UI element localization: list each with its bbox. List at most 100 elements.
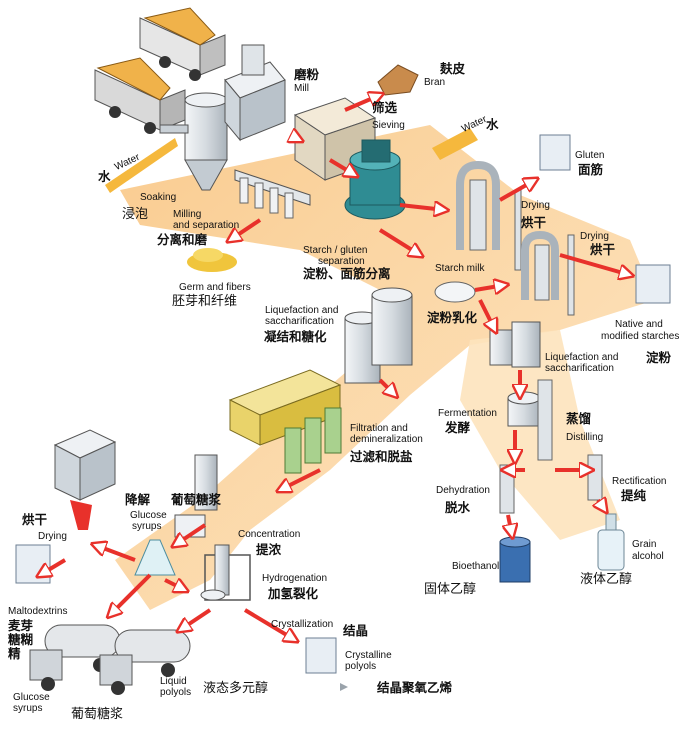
label-rectification: Rectification xyxy=(612,476,667,487)
label-milling-zh: 分离和磨 xyxy=(157,232,208,247)
label-rectification-zh: 提纯 xyxy=(621,488,647,503)
label-water-left-zh: 水 xyxy=(98,169,111,184)
label-dehydration: Dehydration xyxy=(436,485,490,496)
label-truck-glucose-1: Glucose xyxy=(13,692,50,703)
label-crystallization-zh: 结晶 xyxy=(343,623,369,638)
label-concentration: Concentration xyxy=(238,529,301,540)
label-truck-glucose-zh: 葡萄糖浆 xyxy=(71,707,124,722)
maltodextrin-dryer xyxy=(53,429,117,530)
label-native-1: Native and xyxy=(615,319,663,330)
liquid-polyols-truck xyxy=(99,629,191,695)
rectification-column xyxy=(587,454,603,501)
distilling-column xyxy=(537,379,553,461)
label-water-right-zh: 水 xyxy=(486,117,499,132)
label-starch-gluten-zh: 淀粉、面筋分离 xyxy=(303,266,391,281)
label-mill-zh: 磨粉 xyxy=(294,67,320,82)
label-grain-zh: 液体乙醇 xyxy=(580,572,633,587)
label-bioethanol: Bioethanol xyxy=(452,561,500,572)
label-mill: Mill xyxy=(294,83,309,94)
label-gluten: Gluten xyxy=(575,150,605,161)
label-liquid-polyols-2: polyols xyxy=(160,687,192,698)
label-starch-gluten-1: Starch / gluten xyxy=(303,245,368,256)
label-drying-2: Drying xyxy=(580,231,609,242)
label-glucose-2: syrups xyxy=(132,521,162,532)
label-liq-left-1: Liquefaction and xyxy=(265,305,339,316)
separator-centrifuge xyxy=(344,139,406,220)
label-bran-zh: 麸皮 xyxy=(440,61,466,76)
water-inlet-arrow-right xyxy=(432,128,478,160)
label-milling-2: and separation xyxy=(173,220,240,231)
label-drying-2-zh: 烘干 xyxy=(590,242,616,257)
bulk-bag-maltodextrin xyxy=(15,544,51,584)
starch-milk-basin xyxy=(434,281,476,303)
label-gluten-zh: 面筋 xyxy=(578,162,604,177)
flow-arrows xyxy=(40,95,630,640)
label-fermentation-zh: 发酵 xyxy=(445,420,471,435)
label-maltodextrins-zh-1: 麦芽 xyxy=(8,618,34,633)
label-liq-right-1: Liquefaction and xyxy=(545,352,619,363)
legend-triangle xyxy=(340,683,348,691)
milling-separators xyxy=(234,169,311,219)
label-germ-zh: 胚芽和纤维 xyxy=(172,294,238,309)
bulk-bag-gluten xyxy=(539,134,571,171)
label-bioethanol-zh: 固体乙醇 xyxy=(424,582,477,597)
label-hydrogenation: Hydrogenation xyxy=(262,573,328,584)
label-truck-glucose-2: syrups xyxy=(13,703,43,714)
label-dehydration-zh: 脱水 xyxy=(445,500,471,515)
label-fermentation: Fermentation xyxy=(438,408,497,419)
bulk-bag-starch xyxy=(635,264,671,304)
label-starch-milk-zh: 淀粉乳化 xyxy=(427,310,478,325)
label-filtration-1: Filtration and xyxy=(350,423,408,434)
label-soaking: Soaking xyxy=(140,192,177,203)
soaking-silo xyxy=(159,92,228,191)
label-maltodextrins-zh-2: 糖糊 xyxy=(8,632,34,647)
label-soaking-zh: 浸泡 xyxy=(122,207,149,222)
mill-building xyxy=(224,44,286,142)
grain-alcohol-bottle xyxy=(597,513,625,571)
label-drying-1: Drying xyxy=(521,200,550,211)
bioethanol-drum xyxy=(499,536,531,583)
fermentation-tank xyxy=(507,391,541,427)
label-glucose-1: Glucose xyxy=(130,510,167,521)
bulk-bag-crystalline xyxy=(305,637,337,674)
label-glucose-zh: 葡萄糖浆 xyxy=(171,492,222,507)
label-crystallization: Crystallization xyxy=(271,619,334,630)
label-maltodextrins-zh-3: 精 xyxy=(8,646,21,661)
label-liq-left-2: saccharification xyxy=(265,316,334,327)
label-bran: Bran xyxy=(424,77,446,88)
label-liquid-polyols-1: Liquid xyxy=(160,676,187,687)
label-starch-milk: Starch milk xyxy=(435,263,485,274)
liquefaction-tanks-right xyxy=(489,321,541,368)
label-liquid-polyols-zh: 液态多元醇 xyxy=(203,681,269,696)
label-drying-3-zh: 烘干 xyxy=(22,512,48,527)
label-crystalline-2: polyols xyxy=(345,661,377,672)
label-grain-1: Grain xyxy=(632,539,657,550)
label-liq-left-zh: 凝结和糖化 xyxy=(264,329,327,344)
label-concentration-zh: 提浓 xyxy=(256,542,282,557)
water-inlet-arrow xyxy=(105,138,178,193)
label-germ: Germ and fibers xyxy=(179,282,251,293)
grain-trucks xyxy=(94,7,226,134)
label-crystalline-1: Crystalline xyxy=(345,650,392,661)
label-native-2: modified starches xyxy=(601,331,680,342)
label-degradation-zh: 降解 xyxy=(125,492,151,507)
label-distilling: Distilling xyxy=(566,432,604,443)
filtration-unit xyxy=(228,369,342,474)
label-starch-gluten-2: separation xyxy=(318,256,365,267)
liquefaction-tanks-left xyxy=(344,287,413,384)
label-filtration-zh: 过滤和脱盐 xyxy=(350,449,413,464)
label-filtration-2: demineralization xyxy=(350,434,423,445)
bran-bag xyxy=(377,64,419,96)
label-maltodextrins: Maltodextrins xyxy=(8,606,68,617)
label-native-zh: 淀粉 xyxy=(646,350,672,365)
dehydration-column xyxy=(499,464,515,514)
label-sieving: Sieving xyxy=(372,120,405,131)
label-drying-1-zh: 烘干 xyxy=(521,215,547,230)
gluten-dryer xyxy=(456,160,522,271)
starch-dryer xyxy=(521,230,575,316)
label-distilling-zh: 蒸馏 xyxy=(566,411,592,426)
hydrogenation-reactor xyxy=(200,544,251,601)
label-drying-3: Drying xyxy=(38,531,67,542)
germ-fiber-pile xyxy=(187,248,237,272)
